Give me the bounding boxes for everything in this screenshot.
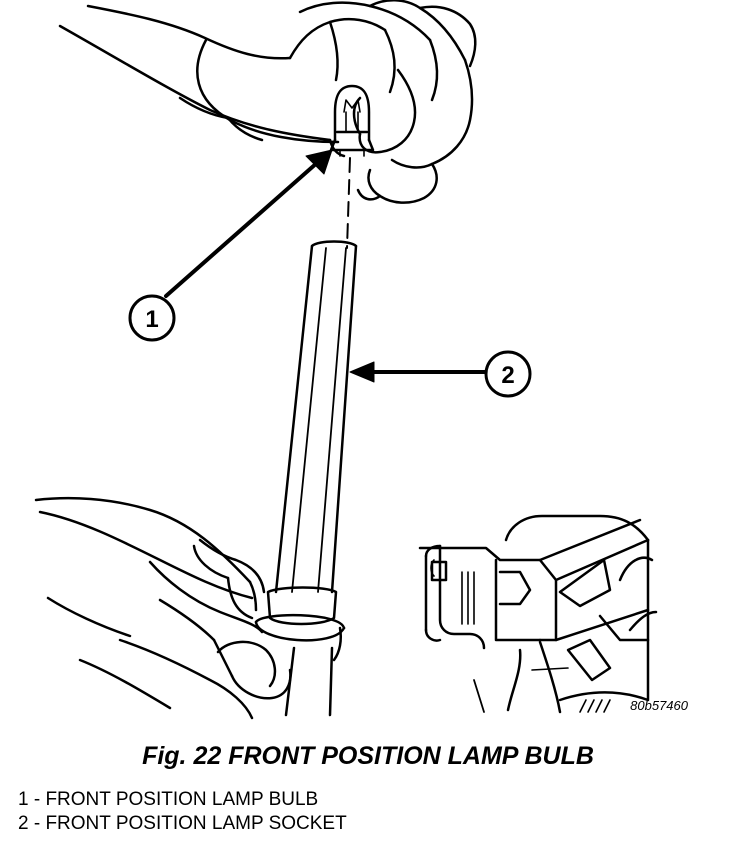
lower-hand — [34, 496, 342, 720]
figure-caption: Fig. 22 FRONT POSITION LAMP BULB — [142, 742, 594, 770]
callout-1-number: 1 — [145, 306, 158, 333]
alignment-line — [346, 157, 351, 249]
callout-2: 2 — [349, 350, 532, 398]
legend-item-socket: 2 - FRONT POSITION LAMP SOCKET — [18, 813, 347, 834]
lamp-bulb-illustration: 1 2 80b57460 — [34, 0, 689, 720]
figure-code: 80b57460 — [630, 698, 689, 713]
upper-hand — [58, 0, 477, 204]
callout-1: 1 — [128, 149, 333, 342]
figure-legend: 1 - FRONT POSITION LAMP BULB 2 - FRONT P… — [18, 788, 347, 836]
callout-2-number: 2 — [501, 362, 514, 389]
legend-item-bulb: 1 - FRONT POSITION LAMP BULB — [18, 789, 319, 810]
lamp-bulb — [329, 84, 375, 157]
lamp-housing — [418, 514, 658, 714]
